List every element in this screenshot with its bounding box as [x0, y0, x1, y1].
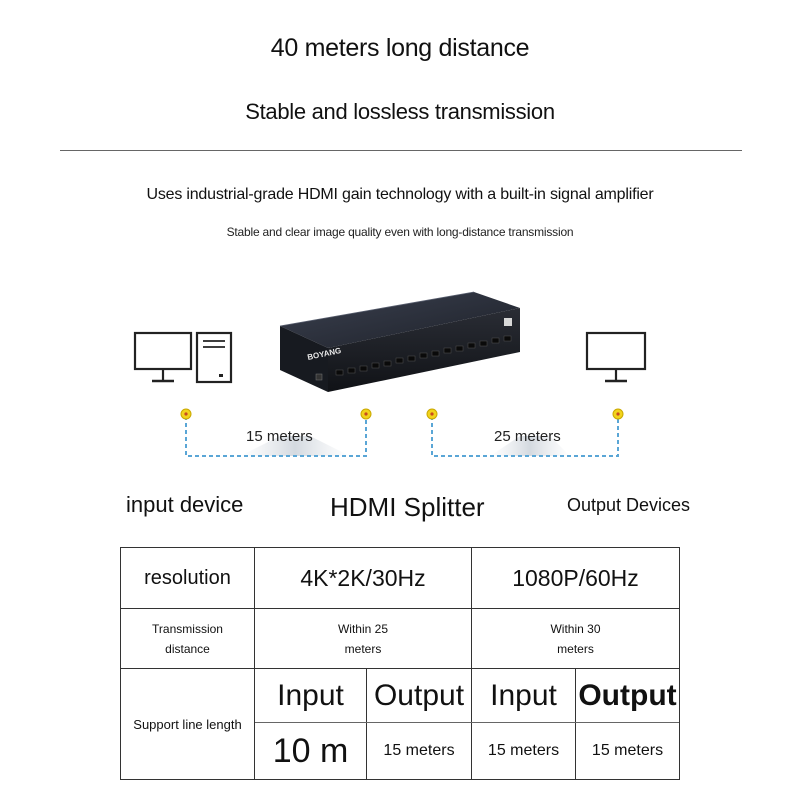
- divider: [60, 150, 742, 151]
- connector-dot-icon: [360, 408, 372, 420]
- output-header-b: Output: [578, 678, 677, 712]
- input-computer-icon: [133, 331, 233, 384]
- cable-shadow-left: [240, 436, 350, 456]
- input-header-a-cell: Input: [255, 669, 367, 722]
- input-header-b-cell: Input: [472, 669, 576, 722]
- distance-label-cell: Transmission distance: [121, 609, 255, 669]
- output-devices-label: Output Devices: [567, 495, 691, 515]
- description-secondary: Stable and clear image quality even with…: [226, 225, 574, 239]
- splitter-label: HDMI Splitter: [330, 492, 485, 522]
- output-value-a-cell: 15 meters: [367, 723, 472, 779]
- cable-shadow-right: [490, 436, 570, 456]
- distance-a-cell: Within 25 meters: [255, 609, 472, 669]
- resolution-b-value: 1080P/60Hz: [512, 564, 639, 591]
- output-cable-line: [431, 416, 619, 457]
- resolution-a-cell: 4K*2K/30Hz: [255, 548, 472, 609]
- output-value-a: 15 meters: [383, 742, 455, 759]
- connector-dot-icon: [612, 408, 624, 420]
- output-header-b-cell: Output: [576, 669, 679, 722]
- description-primary: Uses industrial-grade HDMI gain technolo…: [146, 186, 654, 203]
- output-value-b: 15 meters: [591, 742, 664, 759]
- input-cable-line: [185, 416, 367, 457]
- input-value-b-cell: 15 meters: [472, 723, 576, 779]
- hdmi-splitter-device-image: BOYANG: [279, 291, 520, 392]
- distance-b-line2: meters: [557, 641, 594, 656]
- spec-table: resolution 4K*2K/30Hz 1080P/60Hz Transmi…: [120, 547, 680, 780]
- connection-diagram: [180, 408, 624, 457]
- distance-b-line1: Within 30: [550, 621, 601, 636]
- input-header-a: Input: [277, 678, 344, 712]
- distance-label-line2: distance: [165, 641, 210, 656]
- line-length-label-cell: Support line length: [121, 669, 255, 779]
- connector-dot-icon: [180, 408, 192, 420]
- output-distance-label: 25 meters: [494, 428, 561, 445]
- resolution-a-value: 4K*2K/30Hz: [300, 564, 426, 591]
- connector-dot-icon: [426, 408, 438, 420]
- output-value-b-cell: 15 meters: [576, 723, 679, 779]
- line-length-label: Support line length: [133, 716, 242, 732]
- output-monitor-icon: [585, 331, 647, 383]
- distance-label-line1: Transmission: [152, 621, 223, 636]
- input-header-b: Input: [490, 678, 557, 712]
- distance-a-line1: Within 25: [337, 621, 389, 636]
- input-value-b: 15 meters: [487, 742, 560, 759]
- input-value-a-cell: 10 m: [255, 723, 367, 779]
- input-value-a: 10 m: [272, 731, 349, 770]
- output-header-a: Output: [373, 678, 465, 712]
- resolution-label-cell: resolution: [121, 548, 255, 609]
- input-distance-label: 15 meters: [246, 428, 313, 445]
- subheader-divider: [255, 722, 679, 723]
- resolution-label: resolution: [144, 566, 231, 589]
- distance-b-cell: Within 30 meters: [472, 609, 679, 669]
- headline: 40 meters long distance: [270, 34, 530, 62]
- subheadline: Stable and lossless transmission: [245, 99, 555, 124]
- resolution-b-cell: 1080P/60Hz: [472, 548, 679, 609]
- distance-a-line2: meters: [344, 641, 382, 656]
- input-device-label: input device: [126, 492, 244, 517]
- output-header-a-cell: Output: [367, 669, 472, 722]
